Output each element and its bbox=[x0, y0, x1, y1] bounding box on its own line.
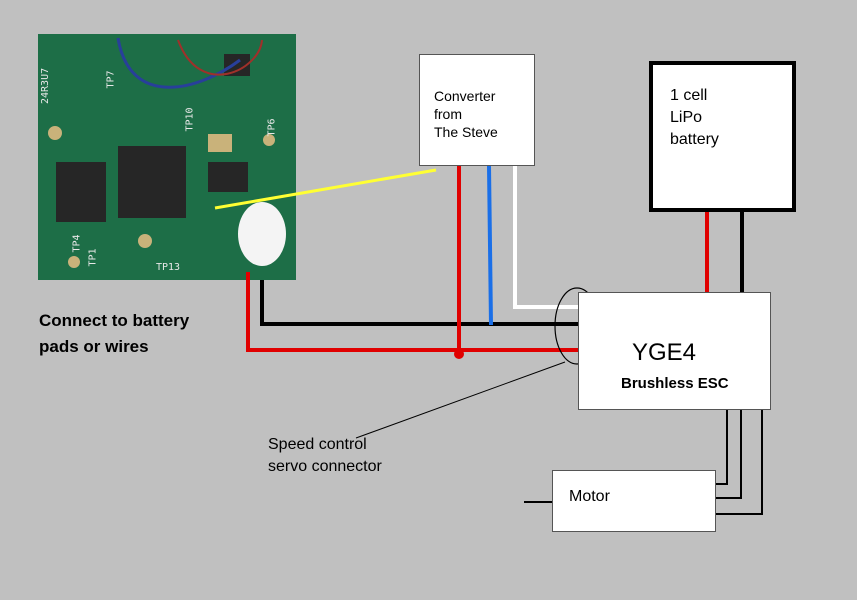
junction-dot bbox=[454, 349, 464, 359]
servo-pointer-line bbox=[355, 361, 566, 439]
esc-box: YGE4 Brushless ESC bbox=[578, 292, 771, 410]
esc-type-label: Brushless ESC bbox=[621, 375, 729, 392]
red-power-wire bbox=[246, 272, 580, 352]
pcb-blue-wire bbox=[116, 37, 241, 89]
converter-box: Converter from The Steve bbox=[419, 54, 535, 166]
converter-blue-wire bbox=[487, 165, 493, 326]
pad-5 bbox=[208, 134, 232, 152]
converter-white-wire bbox=[513, 166, 580, 309]
motor-wire-2 bbox=[716, 408, 742, 499]
motor-label: Motor bbox=[569, 488, 610, 505]
yellow-wire bbox=[214, 168, 437, 210]
black-ground-wire bbox=[260, 280, 580, 326]
pad-4 bbox=[263, 134, 275, 146]
chip-center bbox=[118, 146, 186, 218]
servo-connector-note: Speed control servo connector bbox=[268, 436, 382, 475]
silk-label-6: TP13 bbox=[156, 262, 181, 273]
receiver-board-image: 24R3U7 TP7 TP10 TP4 TP1 TP13 TP6 bbox=[38, 34, 296, 280]
chip-right bbox=[208, 162, 248, 192]
motor-wire-1 bbox=[716, 408, 728, 485]
motor-wire-3 bbox=[716, 408, 763, 515]
pad-3 bbox=[138, 234, 152, 248]
esc-name-label: YGE4 bbox=[632, 339, 697, 366]
pad-1 bbox=[48, 126, 62, 140]
solder-blob bbox=[238, 202, 286, 266]
converter-label: Converter from The Steve bbox=[434, 88, 498, 140]
battery-box: 1 cell LiPo battery bbox=[649, 61, 796, 212]
chip-left bbox=[56, 162, 106, 222]
chip-small bbox=[224, 54, 250, 76]
motor-box: Motor bbox=[552, 470, 716, 532]
pad-2 bbox=[68, 256, 80, 268]
connect-battery-note: Connect to battery pads or wires bbox=[39, 311, 190, 356]
pcb-red-wire bbox=[177, 39, 263, 76]
battery-label: 1 cell LiPo battery bbox=[670, 87, 719, 148]
